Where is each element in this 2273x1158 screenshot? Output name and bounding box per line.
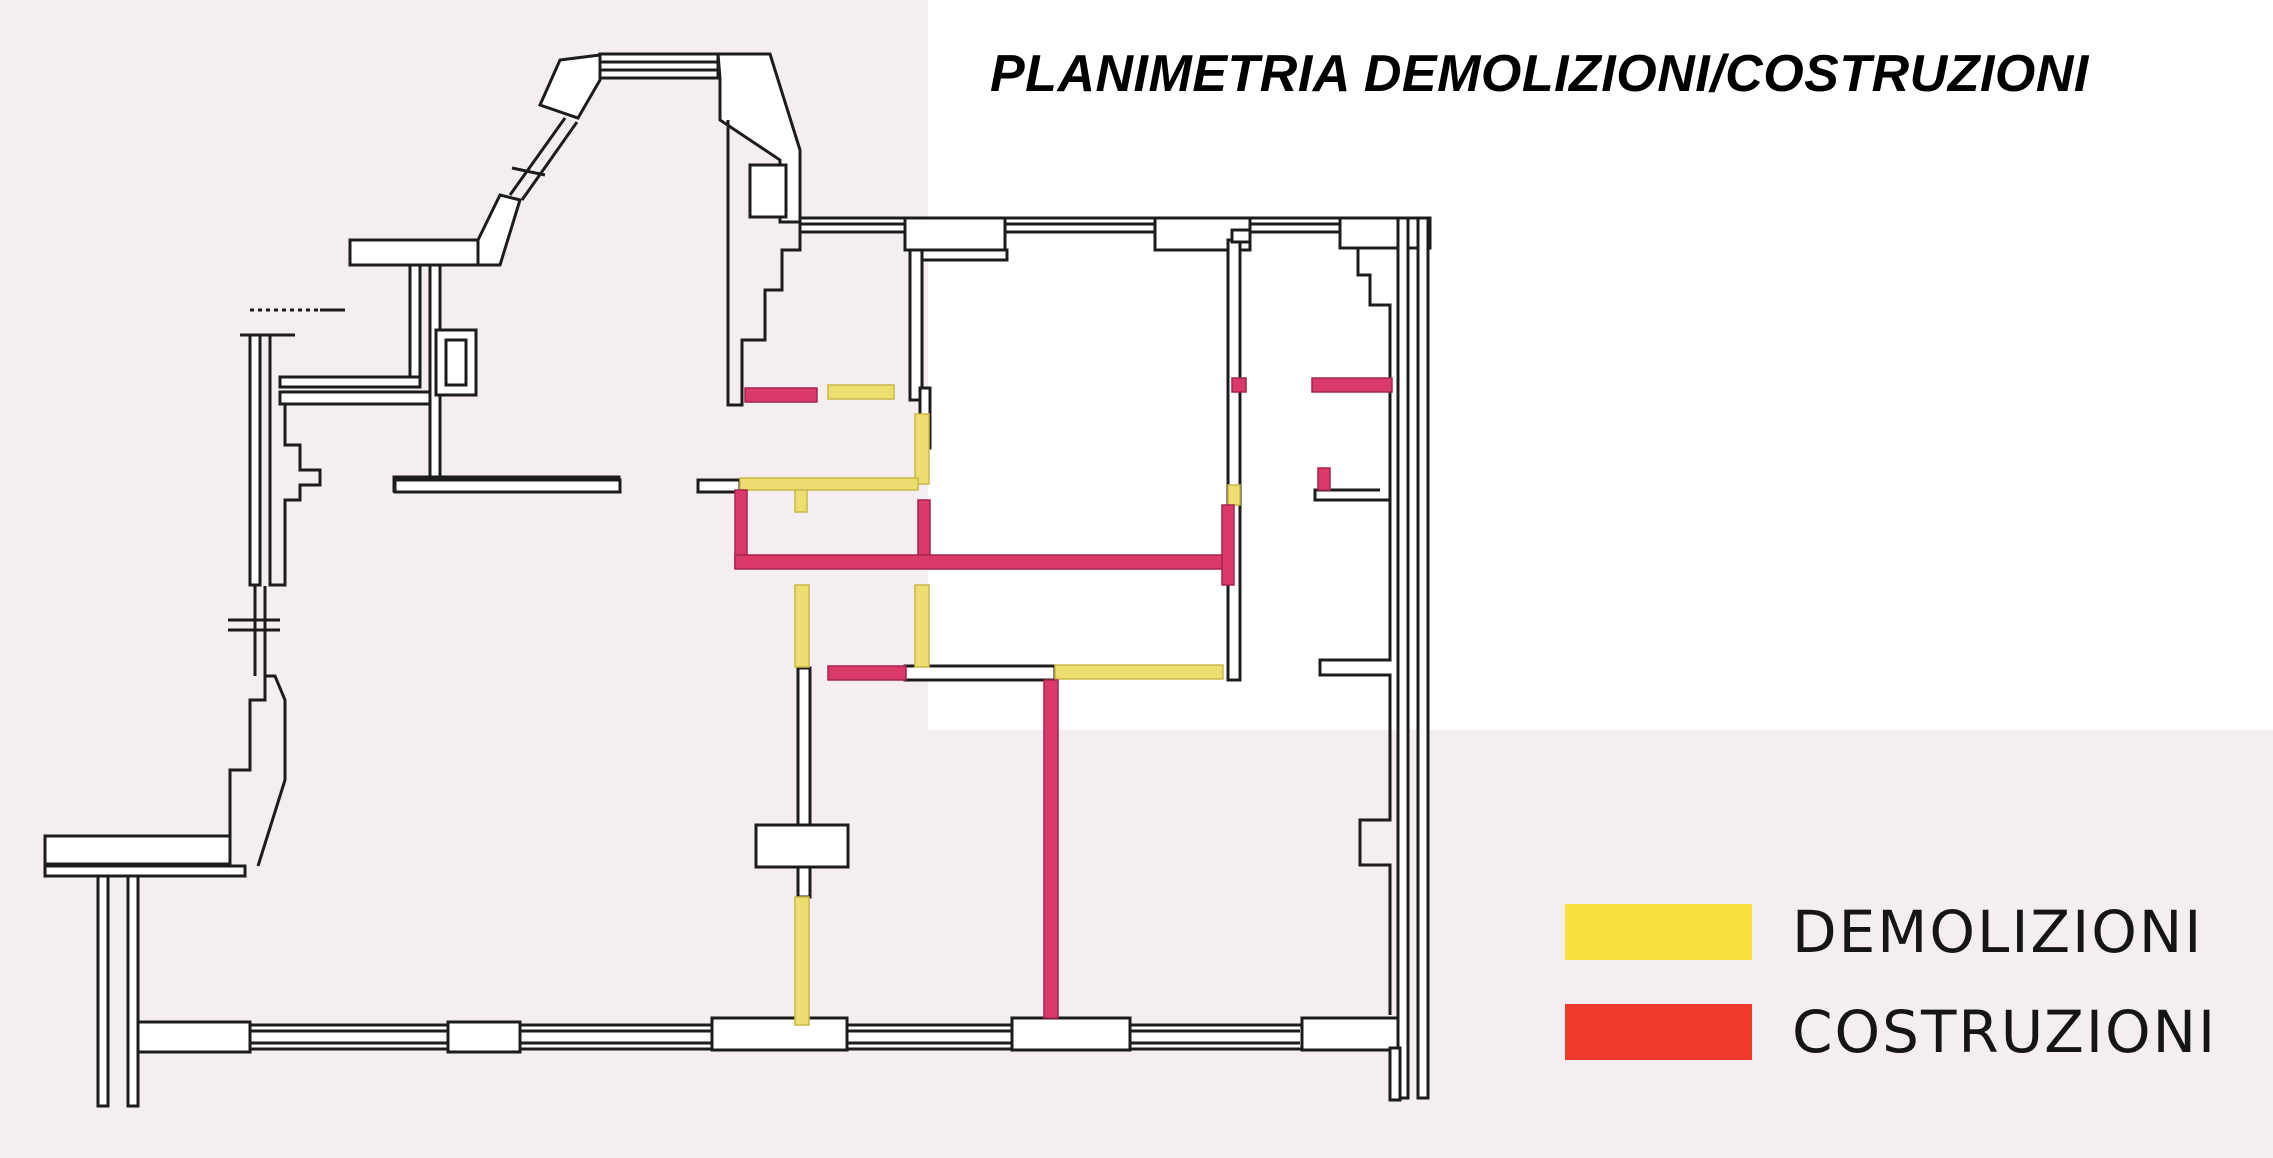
shaft-box-inner xyxy=(444,338,468,387)
central-right-wall xyxy=(1226,238,1242,682)
demolition-wall xyxy=(1227,484,1241,506)
construction-wall xyxy=(1311,377,1393,393)
legend-label-demolizioni: DEMOLIZIONI xyxy=(1792,898,2204,966)
white-background-panel xyxy=(928,0,2273,730)
upper-left-wall xyxy=(248,333,262,587)
upper-left-wall xyxy=(268,335,322,587)
construction-wall xyxy=(917,499,931,556)
central-upper-wall xyxy=(908,248,924,402)
legend-swatch-demolizioni xyxy=(1565,904,1752,960)
right-exterior-wall xyxy=(1396,216,1410,1100)
construction-wall xyxy=(1043,679,1059,1019)
construction-wall xyxy=(734,554,1231,570)
demolition-wall xyxy=(914,413,930,485)
construction-wall xyxy=(1317,467,1331,491)
right-exterior-wall xyxy=(1416,216,1430,1100)
diagonal-window-line xyxy=(520,121,579,201)
legend: DEMOLIZIONI COSTRUZIONI xyxy=(1565,898,2245,1080)
legend-swatch-costruzioni xyxy=(1565,1004,1752,1060)
diagonal-window-mark xyxy=(511,166,546,177)
legend-item-costruzioni: COSTRUZIONI xyxy=(1565,998,2218,1066)
lower-central-wall xyxy=(796,666,812,830)
top-bay-wall xyxy=(598,52,720,80)
diagonal-window-line xyxy=(508,117,567,196)
demolition-wall xyxy=(914,584,930,668)
lower-central-wall xyxy=(903,664,1057,682)
bottom-pier xyxy=(446,1020,522,1054)
left-stepped-wall xyxy=(228,674,287,867)
bottom-pier xyxy=(1300,1016,1402,1052)
upper-left-room-wall xyxy=(278,375,422,389)
left-exterior-wall xyxy=(43,864,247,878)
demolition-wall xyxy=(794,584,810,668)
demolition-wall xyxy=(794,896,810,1026)
bottom-pier xyxy=(710,1016,849,1052)
central-upper-wall xyxy=(726,120,802,407)
shaft-box xyxy=(748,163,788,219)
demolition-wall xyxy=(794,489,808,513)
diagonal-wall xyxy=(537,53,602,120)
construction-walls xyxy=(734,377,1393,1019)
right-stepped-wall xyxy=(1313,246,1392,502)
construction-wall xyxy=(1231,377,1247,393)
construction-wall xyxy=(1221,504,1235,586)
lower-column xyxy=(754,823,850,869)
central-right-wall xyxy=(1230,228,1252,244)
bottom-pier xyxy=(128,1020,252,1054)
corridor-wall xyxy=(696,478,742,494)
top-pier xyxy=(903,216,1007,252)
construction-wall xyxy=(744,387,818,403)
legend-label-costruzioni: COSTRUZIONI xyxy=(1792,998,2218,1066)
construction-wall xyxy=(827,665,907,681)
demolition-wall xyxy=(827,384,895,400)
top-pier xyxy=(1338,216,1432,250)
left-exterior-wall xyxy=(43,834,232,866)
bottom-pier xyxy=(1010,1016,1132,1052)
demolition-wall xyxy=(739,477,919,491)
corridor-wall xyxy=(393,478,622,494)
left-exterior-wall xyxy=(96,864,110,1108)
demolition-walls xyxy=(739,384,1241,1026)
plan-title: PLANIMETRIA DEMOLIZIONI/COSTRUZIONI xyxy=(990,45,2089,103)
upper-left-room-wall xyxy=(348,238,492,267)
upper-left-wall xyxy=(278,390,432,406)
right-exterior-wall xyxy=(1388,1046,1402,1102)
diagonal-wall xyxy=(476,193,522,267)
upper-left-room-wall xyxy=(408,263,422,387)
demolition-wall xyxy=(1054,664,1224,680)
central-upper-wall xyxy=(920,248,1009,262)
lower-central-wall xyxy=(796,865,812,899)
left-exterior-wall xyxy=(126,864,140,1108)
legend-item-demolizioni: DEMOLIZIONI xyxy=(1565,898,2204,966)
right-stepped-wall xyxy=(1318,500,1392,1015)
